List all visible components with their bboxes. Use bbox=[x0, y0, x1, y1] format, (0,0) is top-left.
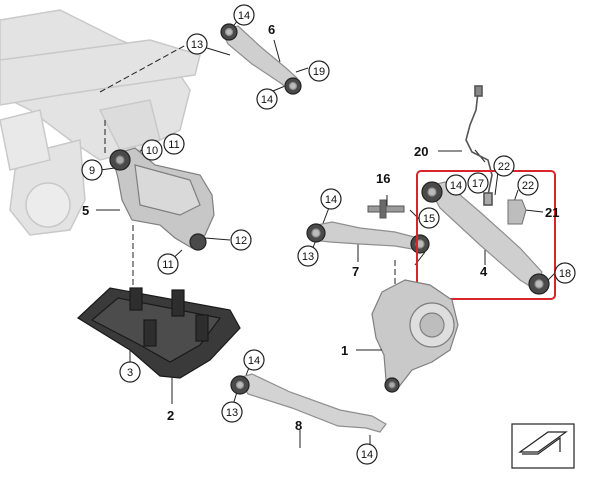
svg-text:18: 18 bbox=[559, 268, 571, 280]
svg-text:14: 14 bbox=[325, 194, 337, 206]
svg-text:14: 14 bbox=[450, 180, 462, 192]
svg-text:17: 17 bbox=[472, 178, 484, 190]
control-arm-4 bbox=[421, 181, 550, 295]
subframe bbox=[0, 9, 201, 236]
sensor-20 bbox=[465, 85, 493, 206]
svg-text:14: 14 bbox=[361, 449, 373, 461]
svg-text:22: 22 bbox=[522, 180, 534, 192]
part-number-5: 5 bbox=[82, 203, 89, 218]
svg-text:14: 14 bbox=[261, 94, 273, 106]
callout-3: 3 bbox=[119, 361, 141, 383]
part-number-4: 4 bbox=[480, 264, 488, 279]
callout-22-top: 22 bbox=[493, 155, 515, 177]
svg-text:12: 12 bbox=[235, 235, 247, 247]
svg-text:13: 13 bbox=[191, 39, 203, 51]
callout-14-top: 14 bbox=[233, 4, 255, 26]
highlight-box bbox=[416, 170, 556, 300]
part-number-ticks bbox=[96, 150, 458, 351]
callout-9: 9 bbox=[81, 159, 103, 181]
callout-22-right: 22 bbox=[517, 174, 539, 196]
underbody-shield-2 bbox=[77, 287, 241, 379]
bolt-16 bbox=[367, 199, 405, 219]
svg-text:3: 3 bbox=[127, 367, 133, 379]
wheel-carrier-1 bbox=[371, 279, 459, 393]
svg-text:11: 11 bbox=[162, 259, 173, 271]
part-number-16: 16 bbox=[376, 171, 390, 186]
svg-text:10: 10 bbox=[146, 145, 158, 157]
callout-13-top: 13 bbox=[186, 33, 208, 55]
svg-text:14: 14 bbox=[238, 10, 250, 22]
callout-14-mid: 14 bbox=[320, 188, 342, 210]
direction-arrow-icon bbox=[511, 423, 575, 469]
part-number-21: 21 bbox=[545, 205, 559, 220]
control-arm-6 bbox=[220, 23, 302, 95]
callout-13-low: 13 bbox=[221, 401, 243, 423]
part-number-7: 7 bbox=[352, 264, 359, 279]
link-7 bbox=[306, 221, 430, 254]
callout-11-bottom: 11 bbox=[157, 253, 179, 275]
callout-18: 18 bbox=[554, 262, 576, 284]
callout-17: 17 bbox=[467, 172, 489, 194]
part-number-2: 2 bbox=[167, 408, 174, 423]
callout-14-box: 14 bbox=[445, 174, 467, 196]
svg-text:15: 15 bbox=[423, 213, 435, 225]
callout-14-bottom: 14 bbox=[356, 443, 378, 465]
part-number-20: 20 bbox=[414, 144, 428, 159]
control-arm-8 bbox=[230, 373, 387, 433]
svg-text:22: 22 bbox=[498, 161, 510, 173]
callout-12: 12 bbox=[230, 229, 252, 251]
part-number-6: 6 bbox=[268, 22, 275, 37]
svg-text:14: 14 bbox=[248, 355, 260, 367]
svg-text:11: 11 bbox=[168, 139, 179, 151]
callout-15: 15 bbox=[418, 207, 440, 229]
trailing-arm-5 bbox=[109, 147, 215, 251]
callout-10: 10 bbox=[141, 139, 163, 161]
svg-text:19: 19 bbox=[313, 66, 325, 78]
callout-19: 19 bbox=[308, 60, 330, 82]
callout-14-low: 14 bbox=[243, 349, 265, 371]
callout-11-top: 11 bbox=[163, 133, 185, 155]
part-number-1: 1 bbox=[341, 343, 348, 358]
svg-text:9: 9 bbox=[89, 165, 95, 177]
svg-text:13: 13 bbox=[226, 407, 238, 419]
bracket-21 bbox=[507, 199, 527, 225]
callout-13-mid: 13 bbox=[297, 245, 319, 267]
svg-text:13: 13 bbox=[302, 251, 314, 263]
callout-14-arm6: 14 bbox=[256, 88, 278, 110]
part-number-8: 8 bbox=[295, 418, 302, 433]
